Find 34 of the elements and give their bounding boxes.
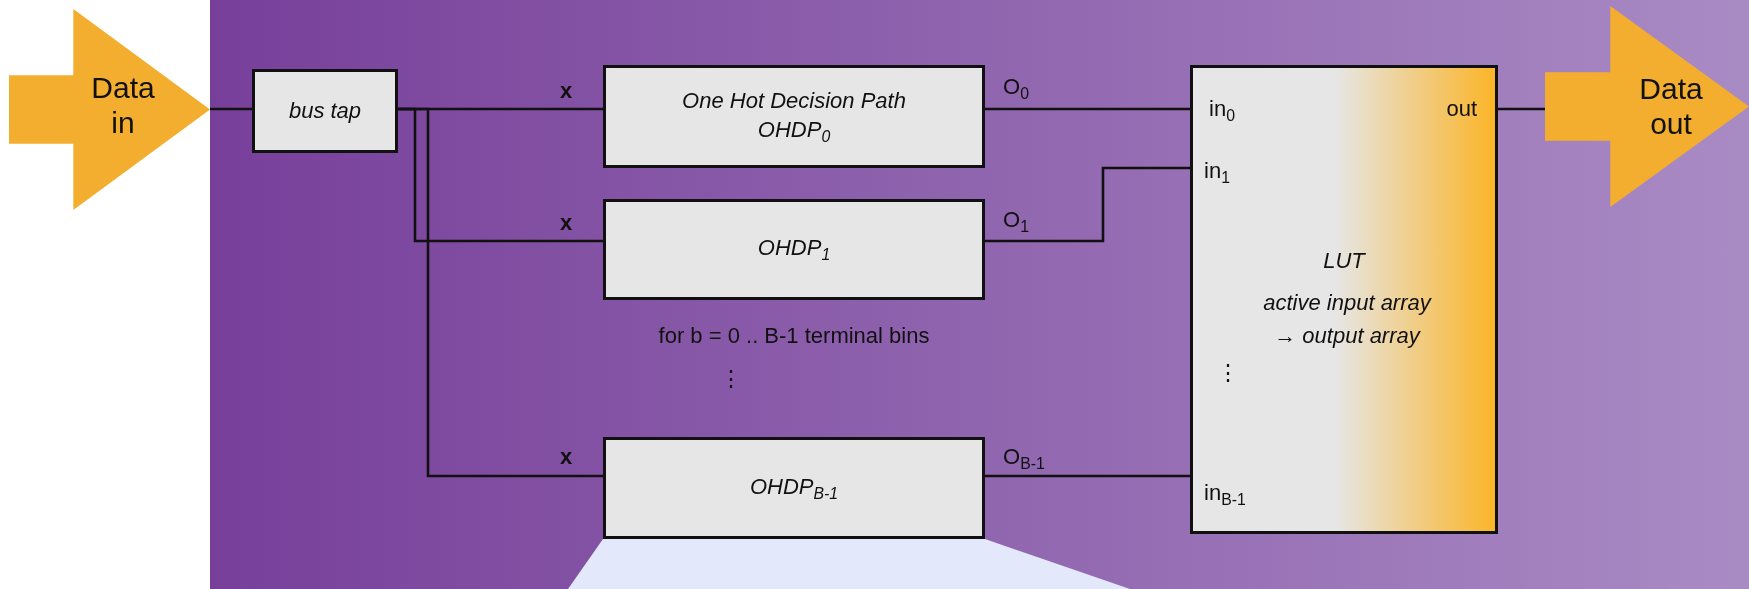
ellipsis: ⋮: [1217, 360, 1239, 386]
box-label: OHDP$_{0}$: [757, 116, 831, 148]
zoom-callout: [568, 539, 1130, 589]
process-box: [603, 437, 985, 539]
edge-label: O$_{0}$: [1003, 74, 1029, 103]
arrow-label: Data out: [1638, 72, 1704, 141]
connector-line: [1498, 107, 1545, 111]
connector-line: [398, 107, 603, 478]
edge-label: x: [560, 78, 573, 104]
connector-line: [985, 474, 1190, 478]
port-label: out: [1446, 96, 1477, 122]
connector-line: [210, 107, 252, 111]
process-box: [252, 69, 398, 153]
process-box: [603, 199, 985, 300]
box-label: OHDP$_{1}$: [757, 234, 831, 266]
box-label: bus tap: [288, 97, 362, 126]
edge-label: O$_{1}$: [1003, 207, 1029, 236]
port-label: in$_{1}$: [1204, 158, 1230, 187]
note-text: for b = 0 .. B-1 terminal bins: [658, 323, 930, 349]
connector-line: [985, 107, 1190, 111]
ellipsis: ⋮: [720, 366, 742, 392]
box-label: active input array → output array: [1262, 289, 1433, 350]
process-box: [603, 65, 985, 168]
arrow-label: Data in: [90, 71, 156, 140]
edge-label: x: [560, 210, 573, 236]
edge-label: O$_{B-1}$: [1003, 444, 1045, 473]
box-label: OHDP$_{B-1}$: [749, 472, 839, 504]
box-label: One Hot Decision Path: [682, 86, 906, 115]
box-title: LUT: [1322, 248, 1367, 274]
lookup-table-box: [1190, 65, 1498, 534]
edge-label: x: [560, 444, 573, 470]
connector-line: [985, 166, 1190, 243]
port-label: in$_{B-1}$: [1204, 480, 1246, 509]
port-label: in$_{0}$: [1209, 96, 1235, 125]
